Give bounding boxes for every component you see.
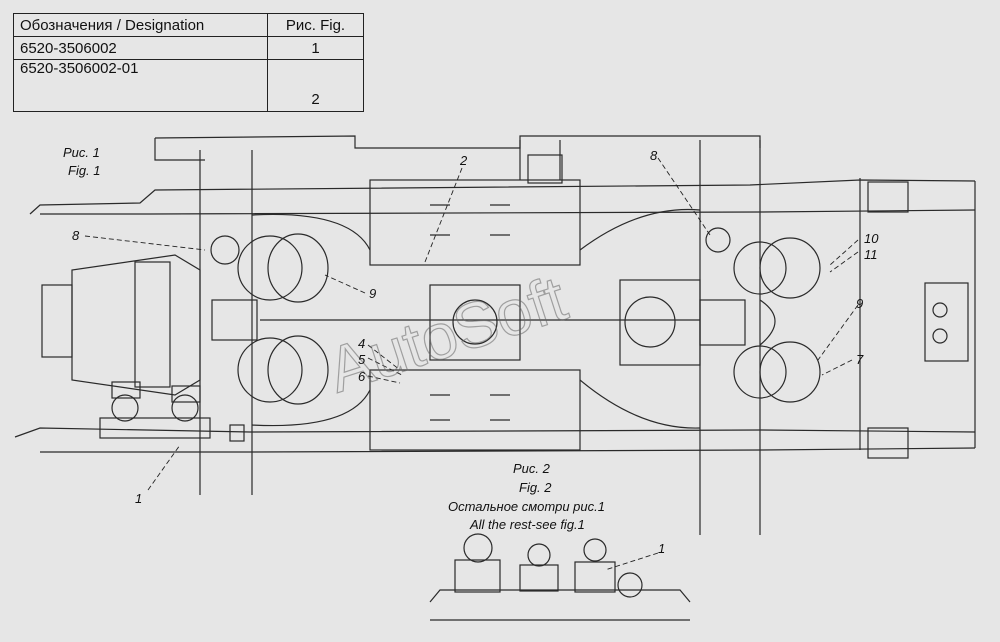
leader-5: [367, 357, 403, 376]
valve-a-top: [111, 381, 141, 399]
callout-2: 2: [459, 153, 468, 168]
valve-end: [229, 424, 245, 442]
valve-a: [111, 394, 139, 422]
frame-left-outline: [154, 138, 205, 161]
fig2-valve-1: [454, 559, 501, 593]
callout-1-fig1: 1: [135, 491, 142, 506]
valve-8-right: [705, 227, 731, 253]
valve-b: [171, 394, 199, 422]
fig2-frame: [429, 589, 691, 621]
leader-6: [367, 375, 401, 384]
gearbox-flange: [41, 284, 73, 358]
brake-chamber-lf-body: [267, 233, 329, 303]
leader-8-left: [84, 235, 206, 251]
gearbox-plate: [134, 261, 171, 388]
leader-7: [821, 359, 853, 376]
valve-8-left: [210, 235, 240, 265]
callout-11: 11: [864, 247, 878, 262]
leader-1-fig2: [604, 552, 659, 571]
leader-9-right: [817, 304, 859, 361]
bolt-marks-lower: [430, 394, 510, 421]
tank-upright: [519, 140, 561, 180]
caption-fig2-en: Fig. 2: [519, 480, 552, 495]
designation-table: Обозначения / Designation Рис. Fig. 6520…: [13, 13, 364, 112]
bolt-marks-upper: [430, 204, 510, 236]
fig2-valve-4: [617, 572, 643, 598]
caption-fig1-ru: Рис. 1: [63, 145, 100, 160]
rail-bottom: [14, 427, 976, 438]
callout-7: 7: [856, 352, 864, 367]
fig2-valve-1-top: [463, 533, 493, 563]
rear-bracket: [924, 282, 969, 362]
rear-diff: [619, 279, 701, 366]
callout-8-right: 8: [650, 148, 658, 163]
caption-rest-en: All the rest-see fig.1: [469, 517, 585, 532]
valve-bar: [99, 417, 211, 439]
air-tank-top: [527, 154, 563, 184]
table-row: 6520-3506002 1: [13, 36, 364, 60]
rear-axle-link: [699, 299, 746, 346]
leader-10: [829, 239, 859, 266]
rear-frame: [859, 178, 976, 450]
brake-chamber-lf: [237, 235, 303, 301]
header-fig: Рис. Fig.: [267, 13, 364, 37]
rail-top-inner: [40, 209, 976, 215]
brake-chamber-rr: [733, 345, 787, 399]
table-row: 6520-3506002-01 2: [13, 59, 364, 112]
fig2-valve-2: [519, 564, 559, 592]
gearbox-shaft: [211, 299, 258, 341]
valve-b-top: [171, 385, 201, 403]
rear-block-bottom: [867, 427, 909, 459]
callout-4: 4: [358, 336, 365, 351]
rear-block-top: [867, 181, 909, 213]
fig2-valve-3-top: [583, 538, 607, 562]
callout-9-left: 9: [369, 286, 376, 301]
rear-bolt-2: [932, 328, 948, 344]
axle-block-lower: [369, 369, 581, 451]
rail-top: [29, 179, 976, 215]
frame-top-outline: [154, 135, 761, 149]
row-designation: 6520-3506002-01: [13, 59, 268, 112]
rear-spring-curve: [759, 299, 776, 346]
leader-2: [424, 167, 463, 263]
leader-9-left: [324, 274, 366, 294]
row-fig: 1: [267, 36, 364, 60]
leader-1-fig1: [147, 444, 181, 491]
axle-hub: [452, 299, 498, 345]
caption-fig2-ru: Рис. 2: [513, 461, 551, 476]
callout-10: 10: [864, 231, 879, 246]
row-fig: 2: [267, 59, 364, 112]
watermark: AutoSoft: [319, 262, 575, 406]
brake-chamber-rr-body: [759, 341, 821, 403]
axle-block-upper: [369, 179, 581, 266]
header-designation: Обозначения / Designation: [13, 13, 268, 37]
callout-6: 6: [358, 369, 366, 384]
row-designation: 6520-3506002: [13, 36, 268, 60]
caption-rest-ru: Остальное смотри рис.1: [448, 499, 605, 514]
fig2-valve-3: [574, 561, 616, 593]
curve-right-bottom: [579, 379, 701, 429]
table-header-row: Обозначения / Designation Рис. Fig.: [13, 13, 364, 37]
brake-chamber-rf: [733, 241, 787, 295]
brake-chamber-rf-body: [759, 237, 821, 299]
curve-right-top: [579, 208, 701, 251]
curve-left-top: [251, 213, 371, 251]
rear-diff-hub: [624, 296, 676, 348]
axle-center: [429, 284, 521, 361]
leader-8-right: [657, 157, 711, 236]
callout-1-fig2: 1: [658, 541, 665, 556]
rear-bolt-1: [932, 302, 948, 318]
callout-5: 5: [358, 352, 366, 367]
caption-fig1-en: Fig. 1: [68, 163, 101, 178]
curve-left-bottom: [251, 389, 371, 427]
leader-4: [367, 344, 401, 371]
callout-9-right: 9: [856, 296, 863, 311]
leader-11: [829, 251, 859, 273]
callout-8-left: 8: [72, 228, 80, 243]
brake-chamber-lr-body: [267, 335, 329, 405]
gearbox-body: [71, 254, 201, 396]
fig2-valve-2-top: [527, 543, 551, 567]
brake-chamber-lr: [237, 337, 303, 403]
